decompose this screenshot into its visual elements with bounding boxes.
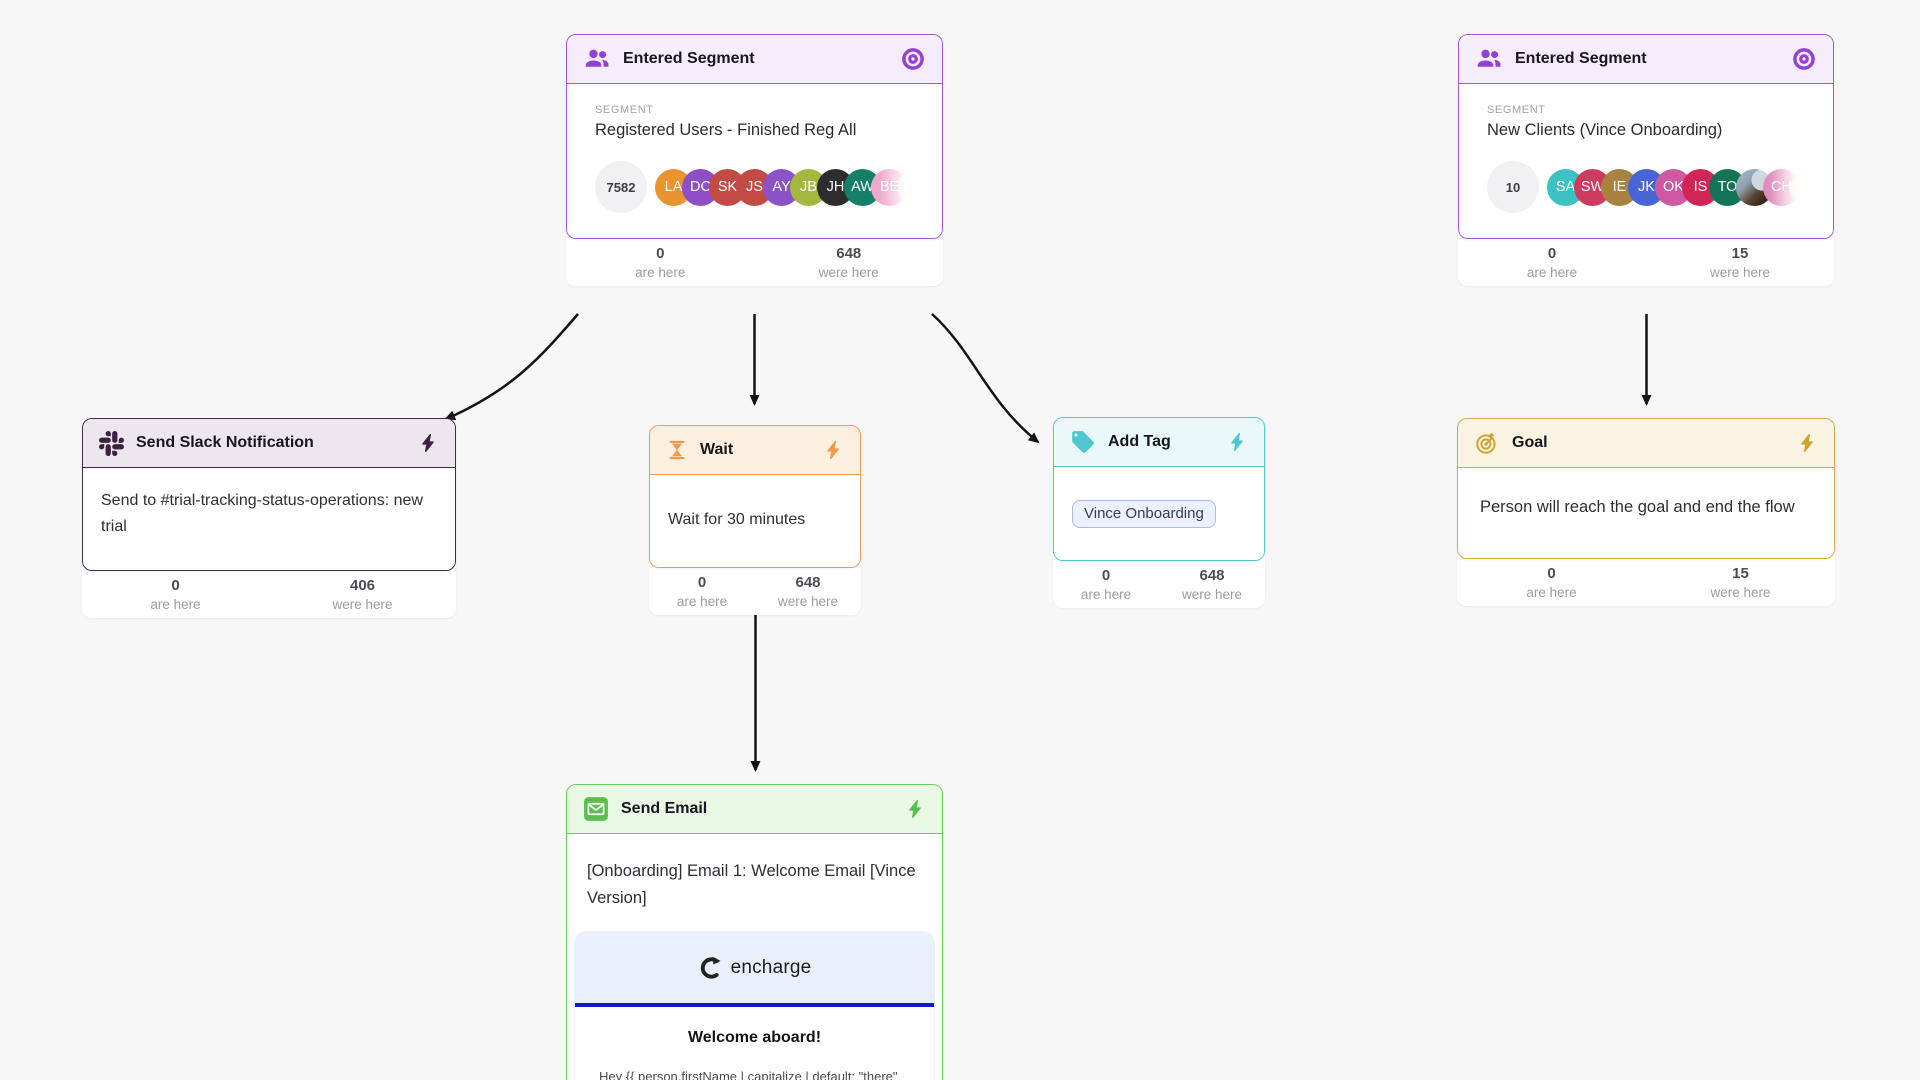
email-heading: Welcome aboard! <box>687 1029 822 1047</box>
stat-are-here: 0 are here <box>676 574 728 609</box>
card-body: SEGMENT New Clients (Vince Onboarding) 1… <box>1459 84 1833 238</box>
bullseye-icon <box>900 46 926 72</box>
goal-card[interactable]: Goal Person will reach the goal and end … <box>1457 418 1835 559</box>
entered-segment-card[interactable]: Entered Segment SEGMENT New Clients (Vin… <box>1458 34 1834 239</box>
card-title: Wait <box>700 441 734 458</box>
node-entered-segment-right: Entered Segment SEGMENT New Clients (Vin… <box>1458 34 1834 286</box>
node-goal: Goal Person will reach the goal and end … <box>1457 418 1835 606</box>
stat-were-here: 15 were here <box>1710 565 1771 600</box>
stat-are-here: 0 are here <box>1526 245 1578 280</box>
card-title: Add Tag <box>1108 433 1171 450</box>
card-title: Entered Segment <box>1515 50 1647 67</box>
avatar-list: SASWIEJKOKISTOCH <box>1547 168 1805 206</box>
lightning-icon <box>904 798 926 820</box>
lightning-icon <box>822 439 844 461</box>
segment-section-label: SEGMENT <box>595 104 654 116</box>
avatar-row: 7582 LADCSKJSAYJBJHAWBE <box>595 160 914 214</box>
email-subject: [Onboarding] Email 1: Welcome Email [Vin… <box>587 862 916 907</box>
node-add-tag: Add Tag Vince Onboarding 0 are here 648 … <box>1053 417 1265 608</box>
email-divider <box>575 1003 934 1008</box>
node-stats: 0 are here 648 were here <box>566 231 943 286</box>
card-header: Add Tag <box>1054 418 1264 467</box>
node-stats: 0 are here 648 were here <box>649 560 861 615</box>
node-send-email: Send Email [Onboarding] Email 1: Welcome… <box>566 784 943 1080</box>
card-body: Person will reach the goal and end the f… <box>1458 468 1834 558</box>
users-icon <box>583 45 611 73</box>
slack-icon <box>99 430 124 456</box>
entered-segment-card[interactable]: Entered Segment SEGMENT Registered Users… <box>566 34 943 239</box>
goal-description: Person will reach the goal and end the f… <box>1480 498 1795 516</box>
lightning-icon <box>1796 432 1818 454</box>
segment-name: Registered Users - Finished Reg All <box>595 121 857 139</box>
node-wait: Wait Wait for 30 minutes 0 are here 648 … <box>649 425 861 615</box>
email-preview-header: encharge <box>575 932 934 1004</box>
segment-name: New Clients (Vince Onboarding) <box>1487 121 1723 139</box>
card-body: [Onboarding] Email 1: Welcome Email [Vin… <box>567 834 942 1080</box>
card-header: Send Email <box>567 785 942 834</box>
node-send-slack-notification: Send Slack Notification Send to #trial-t… <box>82 418 456 618</box>
stat-were-here: 648 were here <box>777 574 839 609</box>
avatar-row: 10 SASWIEJKOKISTOCH <box>1487 160 1805 214</box>
card-title: Goal <box>1512 434 1548 451</box>
card-body: Vince Onboarding <box>1054 467 1264 560</box>
node-stats: 0 are here 648 were here <box>1053 553 1265 608</box>
avatar-fade <box>1771 160 1805 214</box>
hourglass-icon <box>666 439 688 461</box>
users-icon <box>1475 45 1503 73</box>
people-count[interactable]: 7582 <box>595 161 647 213</box>
segment-section-label: SEGMENT <box>1487 104 1546 116</box>
connector-segment-to-slack <box>444 313 579 421</box>
card-body: Send to #trial-tracking-status-operation… <box>83 468 455 570</box>
stat-were-here: 648 were here <box>1181 567 1243 602</box>
node-entered-segment-left: Entered Segment SEGMENT Registered Users… <box>566 34 943 286</box>
card-body: SEGMENT Registered Users - Finished Reg … <box>567 84 942 238</box>
send-email-card[interactable]: Send Email [Onboarding] Email 1: Welcome… <box>566 784 943 1080</box>
node-stats: 0 are here 15 were here <box>1457 551 1835 606</box>
card-title: Send Slack Notification <box>136 434 314 451</box>
add-tag-card[interactable]: Add Tag Vince Onboarding <box>1053 417 1265 561</box>
card-header: Entered Segment <box>1459 35 1833 84</box>
stat-are-here: 0 are here <box>1080 567 1132 602</box>
people-count[interactable]: 10 <box>1487 161 1539 213</box>
email-preview[interactable]: encharge Welcome aboard! Hey {{ person.f… <box>574 931 935 1080</box>
goal-target-icon <box>1474 430 1500 456</box>
stat-were-here: 15 were here <box>1709 245 1771 280</box>
card-header: Entered Segment <box>567 35 942 84</box>
card-title: Entered Segment <box>623 50 755 67</box>
card-header: Send Slack Notification <box>83 419 455 468</box>
email-body-preview: Welcome aboard! Hey {{ person.firstName … <box>575 1007 934 1080</box>
stat-are-here: 0 are here <box>150 577 201 612</box>
card-header: Goal <box>1458 419 1834 468</box>
card-title: Send Email <box>621 800 708 817</box>
card-body: Wait for 30 minutes <box>650 475 860 567</box>
stat-are-here: 0 are here <box>1526 565 1577 600</box>
lightning-icon <box>1226 431 1248 453</box>
email-snippet: Hey {{ person.firstName | capitalize | d… <box>599 1069 898 1080</box>
slack-message: Send to #trial-tracking-status-operation… <box>101 492 423 536</box>
stat-were-here: 406 were here <box>332 577 393 612</box>
avatar-list: LADCSKJSAYJBJHAWBE <box>655 168 914 206</box>
encharge-logo-icon <box>698 955 724 981</box>
stat-were-here: 648 were here <box>818 245 879 280</box>
slack-card[interactable]: Send Slack Notification Send to #trial-t… <box>82 418 456 571</box>
avatar-fade <box>880 160 914 214</box>
connector-segment-to-addtag <box>931 313 1040 444</box>
encharge-brand-text: encharge <box>730 956 812 978</box>
bullseye-icon <box>1791 46 1817 72</box>
card-header: Wait <box>650 426 860 475</box>
wait-card[interactable]: Wait Wait for 30 minutes <box>649 425 861 568</box>
email-envelope-icon <box>583 796 609 822</box>
tag-icon <box>1070 429 1096 455</box>
tag-chip: Vince Onboarding <box>1072 500 1216 528</box>
wait-description: Wait for 30 minutes <box>668 511 806 528</box>
lightning-icon <box>417 432 439 454</box>
node-stats: 0 are here 406 were here <box>82 563 456 618</box>
stat-are-here: 0 are here <box>635 245 686 280</box>
node-stats: 0 are here 15 were here <box>1458 231 1834 286</box>
